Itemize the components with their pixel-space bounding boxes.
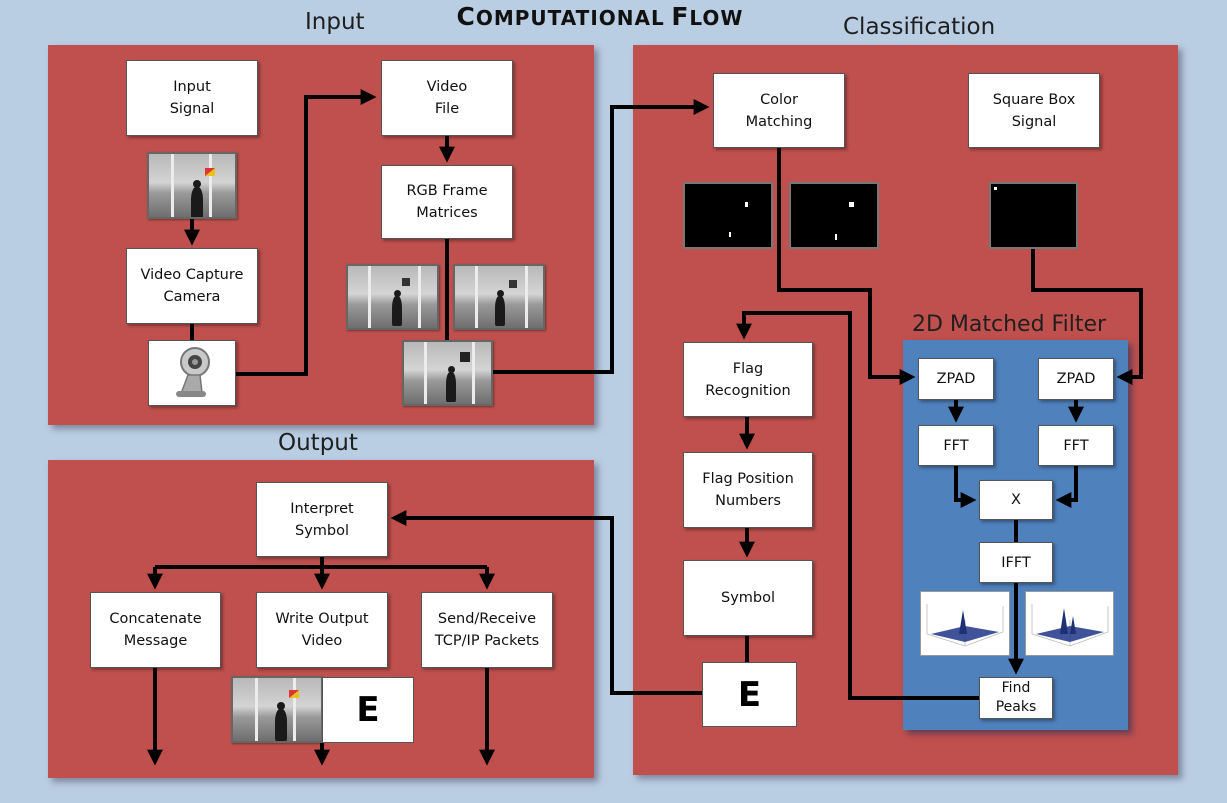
arrow-colormatching-zpad (777, 148, 916, 385)
video-file-box: Video File (381, 60, 513, 136)
symbol-box: Symbol (683, 560, 813, 636)
output-video-thumbnail (231, 676, 323, 743)
section-label-classification: Classification (843, 14, 996, 40)
zpad-left-box: ZPAD (918, 358, 994, 400)
correlation-plot-2 (1025, 591, 1114, 656)
rgb-frame-thumbnail-3 (402, 340, 493, 406)
arrow-frames-colormatching (493, 99, 710, 374)
symbol-letter-box: E (702, 662, 797, 727)
find-peaks-box: Find Peaks (979, 677, 1053, 719)
fft-right-box: FFT (1038, 425, 1114, 466)
rgb-frame-matrices-box: RGB Frame Matrices (381, 165, 513, 239)
rgb-frame-thumbnail-1 (346, 264, 439, 330)
square-box-signal-box: Square Box Signal (968, 73, 1100, 148)
input-signal-box: Input Signal (126, 60, 258, 136)
webcam-icon (148, 340, 236, 406)
arrow-letter-interpret (390, 510, 702, 695)
section-label-matched-filter: 2D Matched Filter (912, 312, 1107, 337)
section-label-output: Output (278, 430, 358, 456)
flag-recognition-box: Flag Recognition (683, 342, 813, 417)
flag-position-numbers-box: Flag Position Numbers (683, 452, 813, 528)
arrow-webcam-videofile (236, 89, 377, 376)
square-box-signal-image (989, 182, 1078, 249)
write-output-video-box: Write Output Video (256, 592, 388, 668)
output-letter-box: E (322, 677, 414, 743)
correlation-plot-1 (920, 591, 1010, 656)
ifft-box: IFFT (979, 542, 1053, 583)
color-matching-box: Color Matching (713, 73, 845, 148)
multiply-box: X (979, 480, 1053, 520)
color-mask-image-1 (683, 182, 773, 249)
interpret-symbol-box: Interpret Symbol (256, 482, 388, 557)
arrow-fft-x-right (1055, 466, 1078, 508)
video-capture-camera-box: Video Capture Camera (126, 248, 258, 324)
rgb-frame-thumbnail-2 (453, 264, 545, 330)
arrow-fft-x-left (954, 466, 977, 508)
send-receive-tcpip-box: Send/Receive TCP/IP Packets (421, 592, 553, 668)
fft-left-box: FFT (918, 425, 994, 466)
zpad-right-box: ZPAD (1038, 358, 1114, 400)
arrow-squarebox-zpad (1031, 249, 1143, 385)
concatenate-message-box: Concatenate Message (90, 592, 221, 668)
diagram-title: COMPUTATIONAL FLOW (456, 2, 744, 31)
arrow-findpeaks-flagrecognition (736, 311, 979, 700)
color-mask-image-2 (789, 182, 879, 249)
video-frame-thumbnail (147, 152, 237, 219)
section-label-input: Input (305, 9, 365, 35)
